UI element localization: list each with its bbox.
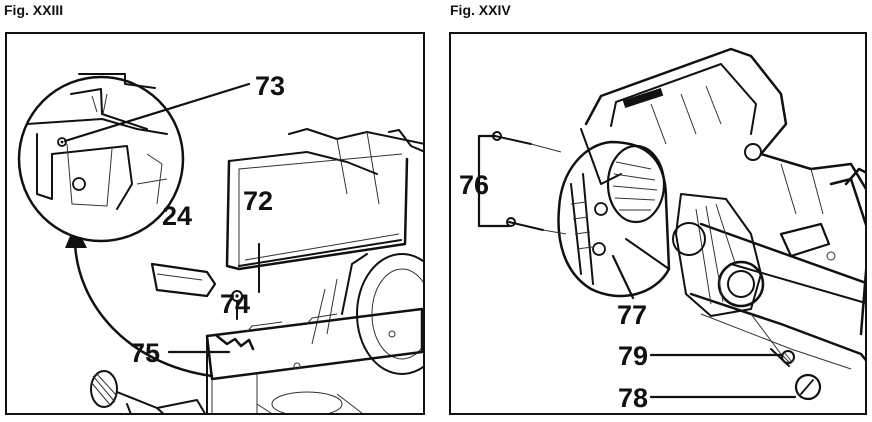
motor-body [689, 143, 865, 370]
callout-72: 72 [243, 186, 273, 216]
saw-body-lines [225, 128, 423, 375]
figure-title-xxiii: Fig. XXIII [4, 2, 64, 18]
callout-74: 74 [220, 289, 250, 319]
detail-circle [17, 73, 185, 243]
lever-part-24 [150, 262, 217, 298]
end-cover-part-77 [557, 140, 706, 298]
base-mechanism [90, 370, 363, 413]
callout-77: 77 [617, 300, 647, 330]
callout-24: 24 [162, 201, 192, 231]
callout-79: 79 [618, 341, 648, 371]
callout-76: 76 [459, 170, 489, 200]
leader-line-77 [611, 254, 635, 300]
leader-line-73 [63, 82, 251, 143]
fig-xxiv-drawing: 76 77 79 78 [459, 47, 865, 413]
screws-part-76 [492, 131, 567, 235]
figure-panel-xxiv: 76 77 79 78 [449, 32, 867, 415]
motor-handle [580, 47, 788, 185]
callout-73: 73 [255, 71, 285, 101]
figure-title-xxiv: Fig. XXIV [450, 2, 511, 18]
fence-plate-part-75 [205, 307, 423, 413]
callout-75: 75 [130, 338, 160, 368]
callout-78: 78 [618, 383, 648, 413]
figure-panel-xxiii: 73 24 72 74 75 [5, 32, 425, 415]
fig-xxiii-drawing: 73 24 72 74 75 [17, 71, 423, 413]
bracket-76 [477, 134, 511, 228]
screw-part-74 [231, 290, 243, 320]
